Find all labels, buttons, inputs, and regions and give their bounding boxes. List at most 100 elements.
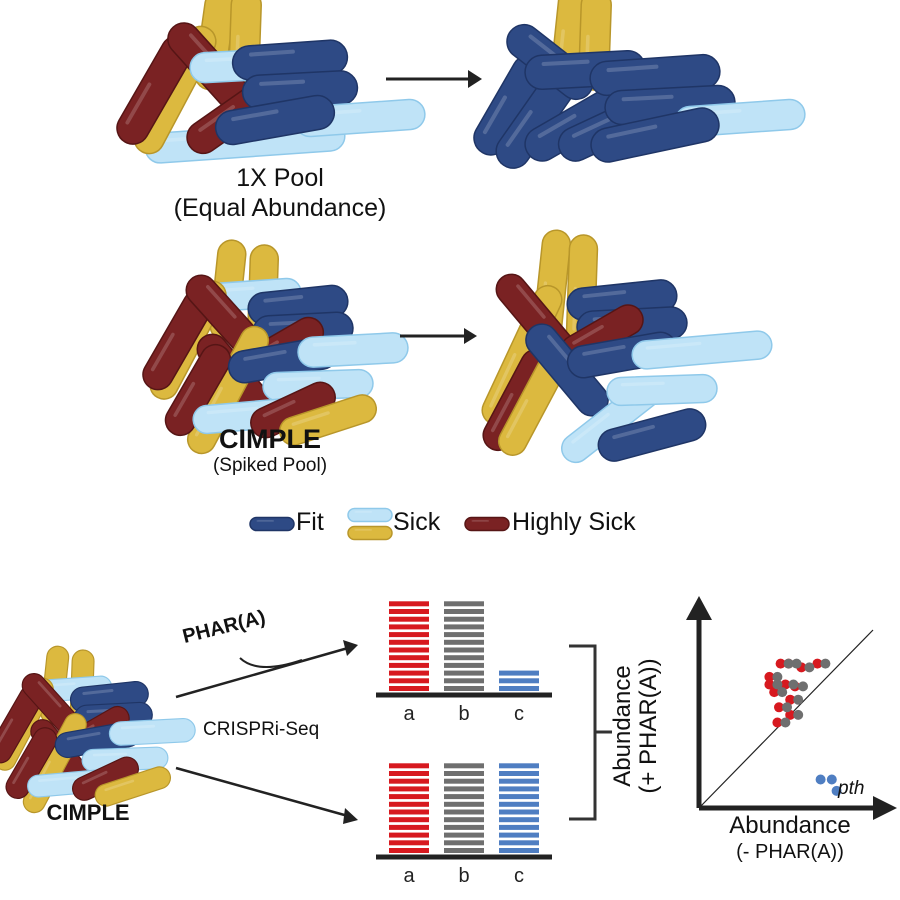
scatter-point-gray xyxy=(804,662,815,673)
scatter-point-pth xyxy=(815,774,826,785)
bar-stripe xyxy=(389,786,429,792)
scatter-point-gray xyxy=(788,679,799,690)
bar-stripe xyxy=(444,647,484,653)
bar-stripe xyxy=(389,639,429,645)
bar-stripe xyxy=(389,609,429,614)
bar-stripe xyxy=(499,763,539,769)
bar-stripe xyxy=(444,609,484,614)
scatter-point-gray xyxy=(793,709,804,720)
bar-stripe xyxy=(444,840,484,846)
bar-stripe xyxy=(444,662,484,668)
bar-stripe xyxy=(389,678,429,684)
treatment-curve xyxy=(239,657,303,669)
bar-stripe xyxy=(389,778,429,784)
bar-stripe xyxy=(499,778,539,784)
scatter-point-gray xyxy=(791,658,802,669)
sick-cell-light xyxy=(297,332,409,368)
scatter-point-gray xyxy=(798,681,808,692)
cimple-pool-label: CIMPLE xyxy=(46,800,130,825)
bar-label-a: a xyxy=(403,703,415,725)
bar-stripe xyxy=(444,763,484,769)
equal-pool-label: 1X Pool (Equal Abundance) xyxy=(170,163,390,223)
bar-stripe xyxy=(499,801,539,807)
scatter-point-gray xyxy=(777,687,788,698)
highly-sick-cell xyxy=(164,343,232,437)
bar-stripe xyxy=(389,809,429,815)
bar-stripe xyxy=(444,778,484,784)
highly-sick-cell xyxy=(5,727,58,800)
scatter-point-gray xyxy=(820,658,831,669)
bar-stripe xyxy=(444,639,484,645)
bar-stripe xyxy=(499,786,539,792)
scatter-xlabel: Abundance (- PHAR(A)) xyxy=(690,813,890,865)
bar-stripe xyxy=(499,832,539,838)
spiked-pool-label: CIMPLE (Spiked Pool) xyxy=(170,424,370,477)
bar-stripe xyxy=(389,801,429,807)
scatter-x-arrowhead xyxy=(873,796,897,820)
bar-stripe xyxy=(389,848,429,853)
bar-stripe xyxy=(389,771,429,776)
scatter-y-arrowhead xyxy=(686,596,712,620)
spiked-pool-after xyxy=(481,229,773,464)
scatter-xlabel-line1: Abundance xyxy=(729,812,851,839)
untreated-arrow-head xyxy=(343,808,358,824)
bar-stripe xyxy=(499,840,539,846)
bar-c xyxy=(499,670,539,691)
cimple-pool-bottom xyxy=(0,645,196,814)
sick-cell-yellow xyxy=(279,394,377,446)
method-label: CRISPRi-Seq xyxy=(203,719,320,740)
bar-stripe xyxy=(499,678,539,684)
bar-stripe xyxy=(444,632,484,638)
scatter-point-red xyxy=(769,687,780,698)
bar-c xyxy=(499,763,539,853)
scatter-point-red xyxy=(775,658,786,669)
legend-highly-sick: Highly Sick xyxy=(512,508,636,537)
bar-stripe xyxy=(389,662,429,668)
process-arrow-top-head xyxy=(468,70,482,88)
scatter-point-red xyxy=(774,702,784,713)
equal-pool-subtitle: (Equal Abundance) xyxy=(173,194,387,222)
spiked-pool xyxy=(142,239,409,455)
sick-cell-light xyxy=(631,330,773,370)
bar-b xyxy=(444,601,484,691)
scatter-point-gray xyxy=(772,679,783,690)
bar-stripe xyxy=(444,670,484,676)
bar-label-a: a xyxy=(403,865,415,887)
bar-stripe xyxy=(389,817,429,823)
bar-stripe xyxy=(444,848,484,853)
spiked-pool-title: CIMPLE xyxy=(218,424,321,454)
fit-cell xyxy=(589,53,721,97)
bar-stripe xyxy=(389,686,429,691)
bar-label-c: c xyxy=(514,865,524,887)
bar-stripe xyxy=(444,794,484,800)
highly-sick-cell xyxy=(464,516,510,532)
sick-cell-light xyxy=(606,373,718,407)
scatter-ylabel-line2: (+ PHAR(A)) xyxy=(635,658,662,794)
bar-stripe xyxy=(389,632,429,638)
bar-stripe xyxy=(389,763,429,769)
legend-sick-label: Sick xyxy=(393,508,441,536)
bar-stripe xyxy=(389,832,429,838)
bar-a xyxy=(389,601,429,691)
scatter-point-red xyxy=(764,679,775,690)
scatter-point-red xyxy=(772,717,783,728)
legend-fit-label: Fit xyxy=(296,508,324,536)
bar-stripe xyxy=(444,801,484,807)
scatter-point-gray xyxy=(793,694,804,705)
scatter-point-red xyxy=(785,694,796,705)
bar-stripe xyxy=(389,655,429,661)
bar-label-c: c xyxy=(514,703,524,725)
bar-stripe xyxy=(444,624,484,630)
sick-cell-light xyxy=(108,717,196,746)
bar-stripe xyxy=(444,771,484,776)
scatter-point-red xyxy=(785,709,796,720)
bar-b xyxy=(444,763,484,853)
bar-stripe xyxy=(444,817,484,823)
bar-stripe xyxy=(444,616,484,622)
equal-abundance-pool xyxy=(116,0,426,164)
sick-cell-yellow xyxy=(347,525,393,541)
scatter-point-pth xyxy=(826,774,837,785)
